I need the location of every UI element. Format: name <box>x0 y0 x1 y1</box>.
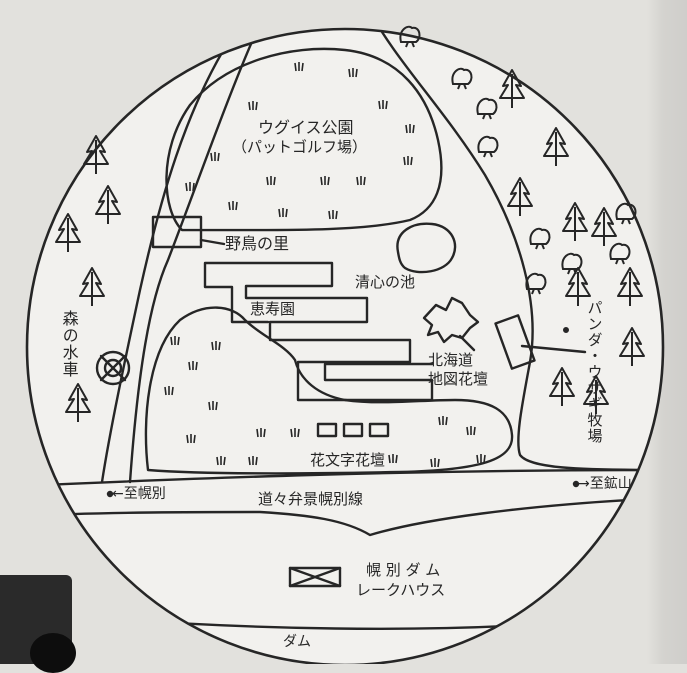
label-route-name: 道々弁景幌別線 <box>258 490 364 508</box>
grass-tuft-icon <box>466 426 476 436</box>
grass-tuft-icon <box>188 361 198 371</box>
conifer-tree-icon <box>617 267 643 306</box>
label-keiju-en: 恵寿園 <box>250 300 296 318</box>
label-seishin-pond: 清心の池 <box>355 273 416 291</box>
label-dam-lakehouse-1: 幌 別 ダ ム <box>366 561 441 579</box>
conifer-tree-icon <box>549 367 575 406</box>
grass-tuft-icon <box>438 416 448 426</box>
panda-farm-rect <box>494 314 536 370</box>
grass-tuft-icon <box>348 68 358 78</box>
grass-tuft-icon <box>248 456 258 466</box>
broadleaf-tree-icon <box>615 202 637 225</box>
broadleaf-tree-icon <box>525 272 547 295</box>
conifer-tree-icon <box>507 177 533 216</box>
left-path-inner <box>128 29 260 484</box>
farm-leader <box>520 344 587 354</box>
left-path-outer <box>100 34 234 484</box>
conifer-tree-icon <box>543 127 569 166</box>
grass-tuft-icon <box>216 456 226 466</box>
broadleaf-tree-icon <box>529 227 551 250</box>
grass-tuft-icon <box>208 401 218 411</box>
grass-layer <box>164 62 486 468</box>
conifer-tree-icon <box>591 207 617 246</box>
label-dam-lakehouse-2: レークハウス <box>356 581 446 599</box>
grass-tuft-icon <box>278 208 288 218</box>
conifer-tree-icon <box>583 375 609 414</box>
label-hokkaido-map-bed: 北海道 地図花壇 <box>428 351 489 388</box>
flower-bed-2 <box>342 422 364 438</box>
map-dot <box>563 327 570 334</box>
grass-tuft-icon <box>328 210 338 220</box>
grass-tuft-icon <box>211 341 221 351</box>
seishin-pond <box>396 222 457 274</box>
conifer-tree-icon <box>619 327 645 366</box>
flower-bed-1 <box>316 422 338 438</box>
label-dam: ダム <box>283 634 311 650</box>
hokkaido-leader <box>458 334 476 352</box>
grass-tuft-icon <box>356 176 366 186</box>
map-circle-border <box>25 27 665 664</box>
grass-tuft-icon <box>266 176 276 186</box>
right-path <box>366 29 662 472</box>
broadleaf-tree-icon <box>476 97 498 120</box>
grass-tuft-icon <box>294 62 304 72</box>
grass-tuft-icon <box>170 336 180 346</box>
hokkaido-shape <box>422 296 480 344</box>
main-road-top <box>27 468 663 488</box>
grass-tuft-icon <box>403 156 413 166</box>
grass-tuft-icon <box>430 458 440 468</box>
label-to-horobetsu: ←至幌別 <box>112 486 166 502</box>
label-panda-rabbit-farm: パンダ・ウサギ牧場 <box>585 300 604 444</box>
broadleaf-tree-icon <box>561 252 583 275</box>
grass-tuft-icon <box>320 176 330 186</box>
grass-tuft-icon <box>405 124 415 134</box>
route-dot-left <box>106 490 114 498</box>
label-putt-golf: （パットゴルフ場） <box>232 138 368 156</box>
main-road-bottom <box>27 496 663 537</box>
conifer-tree-icon <box>65 383 91 422</box>
keiju-en-building <box>203 261 434 402</box>
label-to-kozan: →至鉱山 <box>578 476 632 492</box>
grass-tuft-icon <box>290 428 300 438</box>
grass-tuft-icon <box>186 434 196 444</box>
grass-tuft-icon <box>228 201 238 211</box>
broadleaf-tree-icon <box>477 135 499 158</box>
grass-tuft-icon <box>210 152 220 162</box>
flower-bed-3 <box>368 422 390 438</box>
grass-tuft-icon <box>256 428 266 438</box>
broadleaf-tree-icon <box>609 242 631 265</box>
label-mori-no-suisha: 森の水車 <box>59 310 79 378</box>
conifer-tree-icon <box>562 202 588 241</box>
conifer-tree-icon <box>83 135 109 174</box>
label-hanamoji-bed: 花文字花壇 <box>310 451 386 469</box>
conifer-tree-icon <box>55 213 81 252</box>
label-uguisu-park: ウグイス公園 <box>258 118 354 137</box>
route-dot-right <box>572 480 580 488</box>
conifer-tree-icon <box>499 69 525 108</box>
conifer-tree-icon <box>79 267 105 306</box>
label-yacho-no-sato: 野鳥の里 <box>225 234 290 253</box>
corner-photo-fragment <box>0 575 76 673</box>
grass-tuft-icon <box>388 454 398 464</box>
water-wheel-icon <box>95 350 131 386</box>
broadleaf-tree-icon <box>451 67 473 90</box>
trees-layer <box>55 25 645 422</box>
conifer-tree-icon <box>95 185 121 224</box>
yacho-leader <box>199 238 226 246</box>
grass-tuft-icon <box>378 100 388 110</box>
yacho-house <box>151 215 203 249</box>
grass-tuft-icon <box>476 454 486 464</box>
grass-tuft-icon <box>248 101 258 111</box>
uguisu-park-outline <box>165 47 443 232</box>
conifer-tree-icon <box>565 267 591 306</box>
broadleaf-tree-icon <box>399 25 421 48</box>
grass-tuft-icon <box>185 182 195 192</box>
grass-tuft-icon <box>164 386 174 396</box>
lake-house-icon <box>288 566 342 588</box>
